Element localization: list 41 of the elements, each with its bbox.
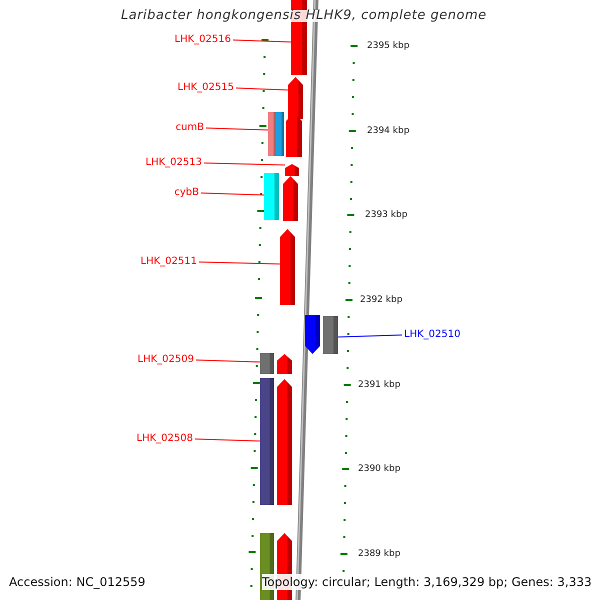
gene-block [277,354,292,374]
scale-label: 2389 kbp [358,548,400,560]
gene-block [277,379,292,505]
gene-block [288,77,303,119]
gene-box [264,173,279,220]
gene-block [305,315,320,354]
gene-label: LHK_02508 [136,433,193,445]
gene-label: cybB [174,187,199,199]
scale-label: 2393 kbp [365,209,408,221]
gene-label: LHK_02511 [140,256,197,268]
leader-line [194,438,260,442]
gene-block [286,113,302,157]
footer-text: Accession: NC_012559 [9,574,146,590]
leader-line [206,128,268,130]
gene-label: cumB [176,122,204,134]
gene-label: LHK_02513 [146,157,202,169]
gene-label: LHK_02510 [404,329,460,341]
leader-line [236,88,288,90]
leader-line [196,360,260,362]
gene-box [260,353,274,374]
gene-box [268,112,276,156]
leader-line [200,192,264,196]
gene-block [280,229,295,305]
leader-line [232,40,292,42]
scale-label: 2392 kbp [360,294,402,306]
scale-label: 2390 kbp [358,463,400,475]
scale-label: 2394 kbp [367,125,410,137]
gene-label: LHK_02516 [174,34,231,46]
gene-label: LHK_02515 [178,82,234,94]
gene-box [276,112,284,156]
scale-label: 2391 kbp [358,379,400,391]
gene-box [260,378,274,505]
gene-label: LHK_02509 [138,354,194,366]
footer-text: Topology: circular; Length: 3,169,329 bp; Genes: 3,333 [262,574,592,590]
leader-line [338,334,402,338]
gene-block [285,164,299,176]
leader-line [204,162,286,166]
title: Laribacter hongkongensis HLHK9, complete genome [121,10,487,22]
gene-box [323,316,338,354]
leader-line [198,262,280,264]
scale-label: 2395 kbp [367,40,410,52]
